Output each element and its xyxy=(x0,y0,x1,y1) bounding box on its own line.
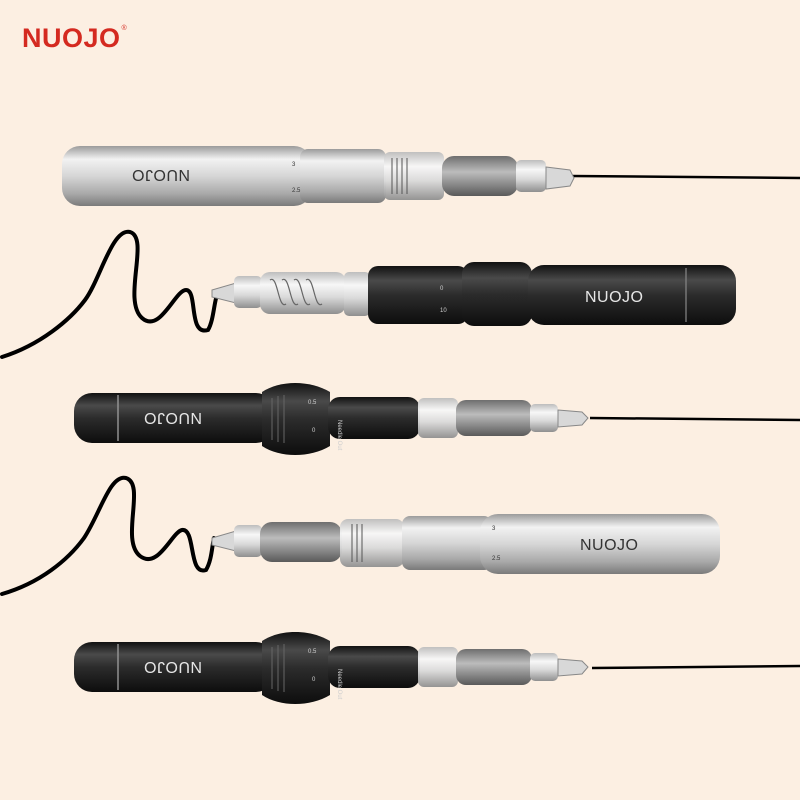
pen-5-brand: NUOJO xyxy=(144,658,203,675)
pen-5-scale-b: Needle Out xyxy=(336,669,342,700)
pen-3-black: NUOJO 0.5 Needle Out 0 xyxy=(74,383,589,455)
pen-5-scale-a: 0.5 xyxy=(308,649,317,655)
pen-4-silver: NUOJO 3 2.5 xyxy=(211,514,720,574)
pen-2-scale-b: 10 xyxy=(440,308,447,314)
pen-4-scale-b: 2.5 xyxy=(492,556,501,562)
pen-3-scale-c: 0 xyxy=(312,428,316,434)
ink-scribble-1 xyxy=(0,229,220,359)
pen-3-scale-b: Needle Out xyxy=(336,420,342,451)
pen-1-brand: NUOJO xyxy=(132,166,191,183)
ink-line-1 xyxy=(571,174,800,180)
ink-line-3 xyxy=(589,416,800,422)
pen-4-brand: NUOJO xyxy=(580,537,639,554)
pen-3-brand: NUOJO xyxy=(144,409,203,426)
pen-2-scale-a: 0 xyxy=(440,286,444,292)
registered-mark: ® xyxy=(121,25,128,32)
pen-2-brand: NUOJO xyxy=(585,289,644,306)
pen-1-scale-b: 2.5 xyxy=(292,188,301,194)
brand-logo: NUOJO® xyxy=(22,25,127,52)
pen-1-scale-a: 3 xyxy=(292,162,296,168)
pen-5-black: NUOJO 0.5 Needle Out 0 xyxy=(74,632,589,704)
ink-scribble-2 xyxy=(0,475,216,596)
brand-logo-text: NUOJO xyxy=(22,23,121,53)
pen-5-scale-c: 0 xyxy=(312,677,316,683)
ink-line-5 xyxy=(591,664,800,670)
pen-3-scale-a: 0.5 xyxy=(308,400,317,406)
pen-4-scale-a: 3 xyxy=(492,526,496,532)
pen-1-silver: NUOJO 3 2.5 xyxy=(62,146,575,206)
pen-2-black: NUOJO 0 10 xyxy=(211,262,736,326)
